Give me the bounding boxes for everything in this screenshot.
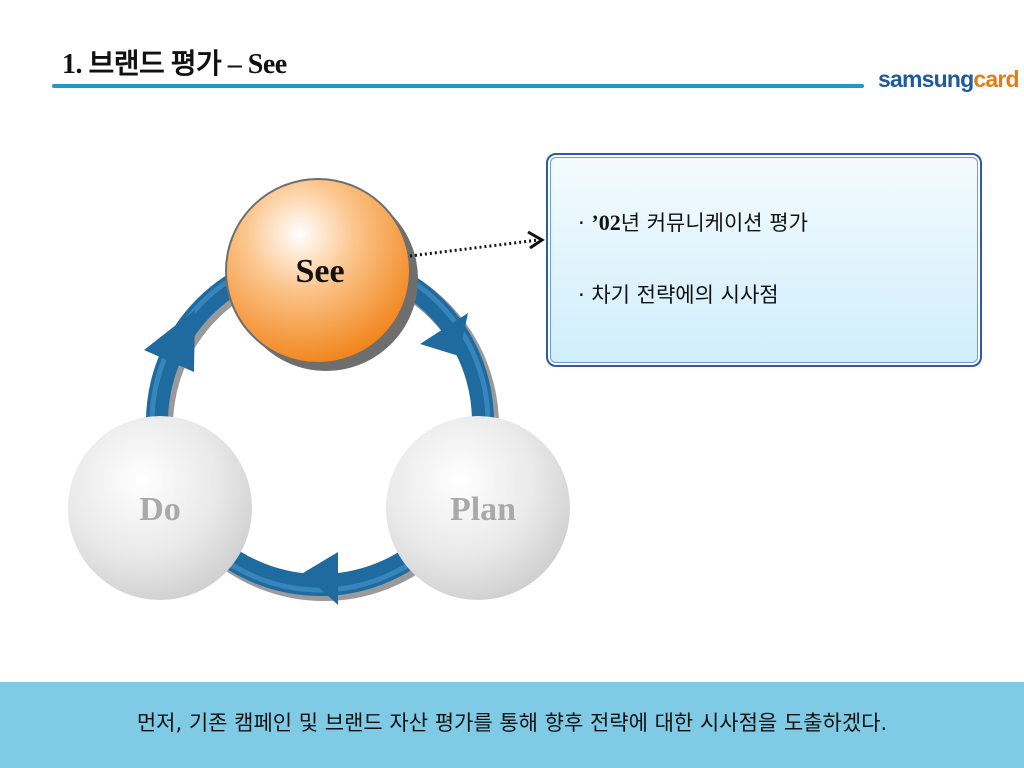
see-node [225,178,411,364]
do-node [68,416,252,600]
arrowhead-do-to-see [144,310,195,372]
arrowhead-see-to-plan [420,313,468,356]
see-node-label: See [295,253,344,290]
summary-banner: 먼저, 기존 캠페인 및 브랜드 자산 평가를 통해 향후 전략에 대한 시사점… [0,682,1024,768]
title-underline [52,84,864,88]
info-item-strategy-implications: · 차기 전략에의 시사점 [578,283,779,307]
connector-arrowhead [527,230,545,250]
do-node-label: Do [139,491,181,528]
plan-node-label: Plan [450,491,516,528]
info-item-communication-eval: · ’02년 커뮤니케이션 평가 [578,210,808,235]
dotted-connector [409,238,539,258]
arrowhead-plan-to-do [303,552,338,605]
slide-title: 1. 브랜드 평가 – See [62,49,287,80]
samsungcard-logo: samsungcard [878,66,1020,92]
plan-node [386,416,570,600]
summary-text: 먼저, 기존 캠페인 및 브랜드 자산 평가를 통해 향후 전략에 대한 시사점… [136,711,888,735]
see-detail-box: · ’02년 커뮤니케이션 평가 · 차기 전략에의 시사점 [546,153,982,367]
